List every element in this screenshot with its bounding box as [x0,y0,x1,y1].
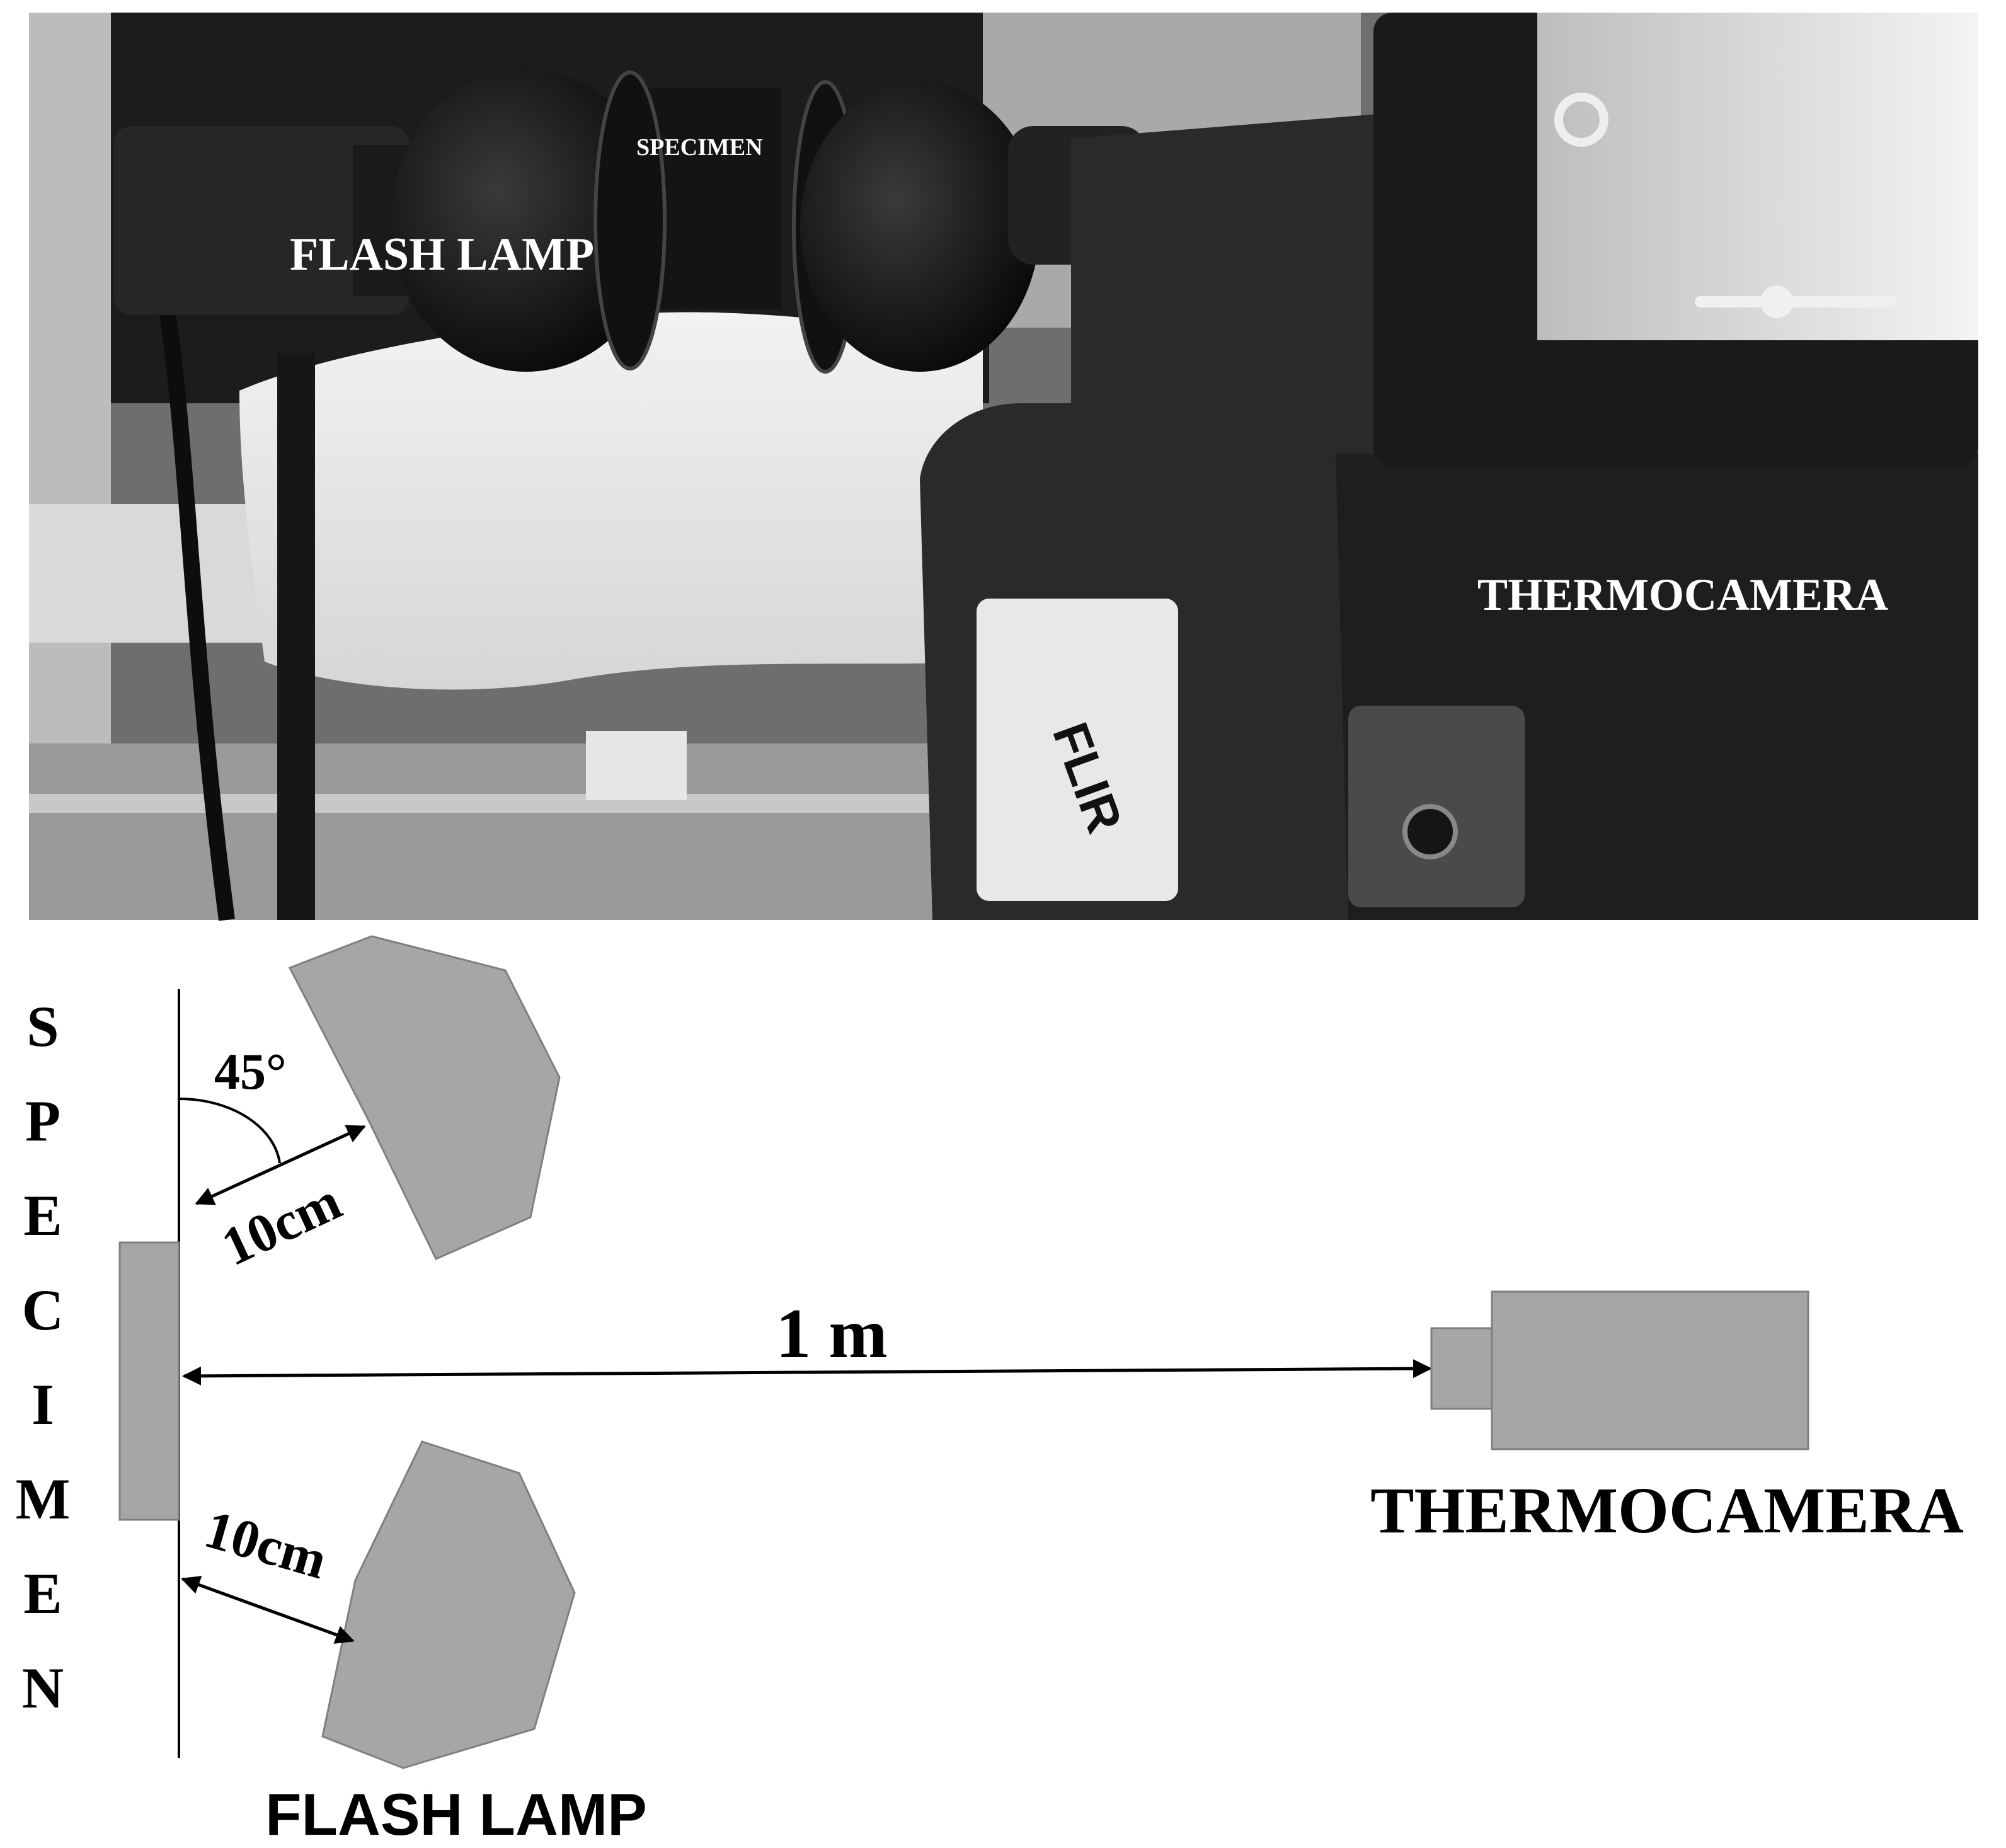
distance-arrow-top-lamp [195,1125,366,1205]
camera-display-screen [1537,13,1978,340]
left-reflector [391,69,662,372]
specimen-letter: E [23,1183,62,1248]
specimen-letter: N [22,1656,64,1720]
specimen-letter: M [16,1467,71,1531]
bench-edge [29,794,943,813]
left-reflector-rim [593,71,667,370]
settings-gear-icon [1554,93,1608,147]
thermocamera-body-shape [1491,1290,1809,1450]
specimen-letter: P [25,1089,60,1153]
angle-arc [178,1098,281,1164]
specimen-block [118,1241,180,1521]
diagram-label-thermocamera: THERMOCAMERA [1370,1474,1964,1547]
photo-panel: FLIR FLASH LAMP SPECIMEN THERMOCAMERA [29,13,1978,921]
schematic-diagram: S P E C I M E N 45° 10cm 10cm 1 m [16,935,1964,1847]
distance-label-bottom-lamp: 10cm [198,1498,334,1590]
camera-connector [1402,804,1458,859]
display-slider-bar [1695,296,1896,307]
distance-arrow-camera [182,1359,1432,1386]
photo-label-thermocamera: THERMOCAMERA [1477,570,1888,620]
bench-surface [29,743,943,920]
flash-lamp-body [113,126,410,315]
specimen-letter: E [23,1561,62,1626]
flash-lamp-top-shape [288,935,561,1260]
specimen-vertical-label: S P E C I M E N [16,994,71,1720]
diagram-label-flash-lamp: FLASH LAMP [265,1781,647,1845]
photo-label-flash-lamp: FLASH LAMP [290,229,594,280]
specimen-letter: C [22,1278,64,1342]
thermocamera-label-panel [977,599,1178,901]
box-under-bench [586,731,687,800]
white-cloth [239,312,983,690]
specimen-letter: I [32,1372,54,1437]
lamp-cable [156,288,235,921]
right-reflector [800,82,1040,372]
distance-label-camera: 1 m [776,1295,887,1373]
display-slider-knob [1760,285,1793,318]
distance-arrow-bottom-lamp [181,1576,355,1644]
flash-lamp-bottom-shape [321,1440,576,1769]
photo-label-specimen: SPECIMEN [636,134,763,161]
angle-label: 45° [214,1043,287,1100]
specimen-letter: S [26,994,59,1059]
thermocamera-lens-shape [1430,1327,1493,1410]
tripod-pole [277,353,315,920]
